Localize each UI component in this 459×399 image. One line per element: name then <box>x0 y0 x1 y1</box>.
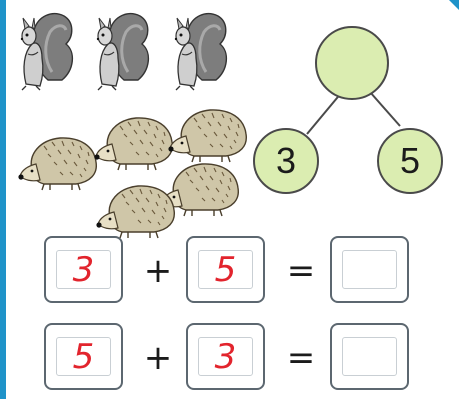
hedgehog-icon <box>93 117 174 171</box>
addend-value: 3 <box>198 337 253 376</box>
addend-value: 5 <box>56 337 111 376</box>
answer-box[interactable] <box>330 236 409 303</box>
squirrel-icon <box>19 12 74 92</box>
hedgehog-icon <box>95 185 176 239</box>
addend-value: 5 <box>198 250 253 289</box>
bond-whole-value <box>322 33 382 93</box>
answer-value[interactable] <box>342 337 397 376</box>
hedgehog-icon <box>17 137 98 191</box>
bond-whole-circle <box>315 26 389 100</box>
bond-part-right-value: 5 <box>399 140 421 181</box>
addend-box: 5 <box>186 236 265 303</box>
squirrel-group <box>19 12 228 92</box>
bond-part-left-value: 3 <box>275 140 297 181</box>
squirrel-icon <box>95 12 150 92</box>
addend-box: 3 <box>186 323 265 390</box>
addend-box: 3 <box>44 236 123 303</box>
equals-sign: = <box>286 338 316 378</box>
plus-sign: + <box>143 251 173 291</box>
number-bond <box>253 26 443 194</box>
page-frame-edge <box>0 0 6 399</box>
page-corner <box>449 0 459 10</box>
addend-value: 3 <box>56 250 111 289</box>
hedgehog-icon <box>167 109 248 163</box>
equals-sign: = <box>286 251 316 291</box>
squirrel-icon <box>173 12 228 92</box>
answer-value[interactable] <box>342 250 397 289</box>
bond-part-left-circle <box>253 128 319 194</box>
answer-box[interactable] <box>330 323 409 390</box>
plus-sign: + <box>143 338 173 378</box>
bond-part-right-circle <box>377 128 443 194</box>
hedgehog-group <box>17 109 248 239</box>
addend-box: 5 <box>44 323 123 390</box>
